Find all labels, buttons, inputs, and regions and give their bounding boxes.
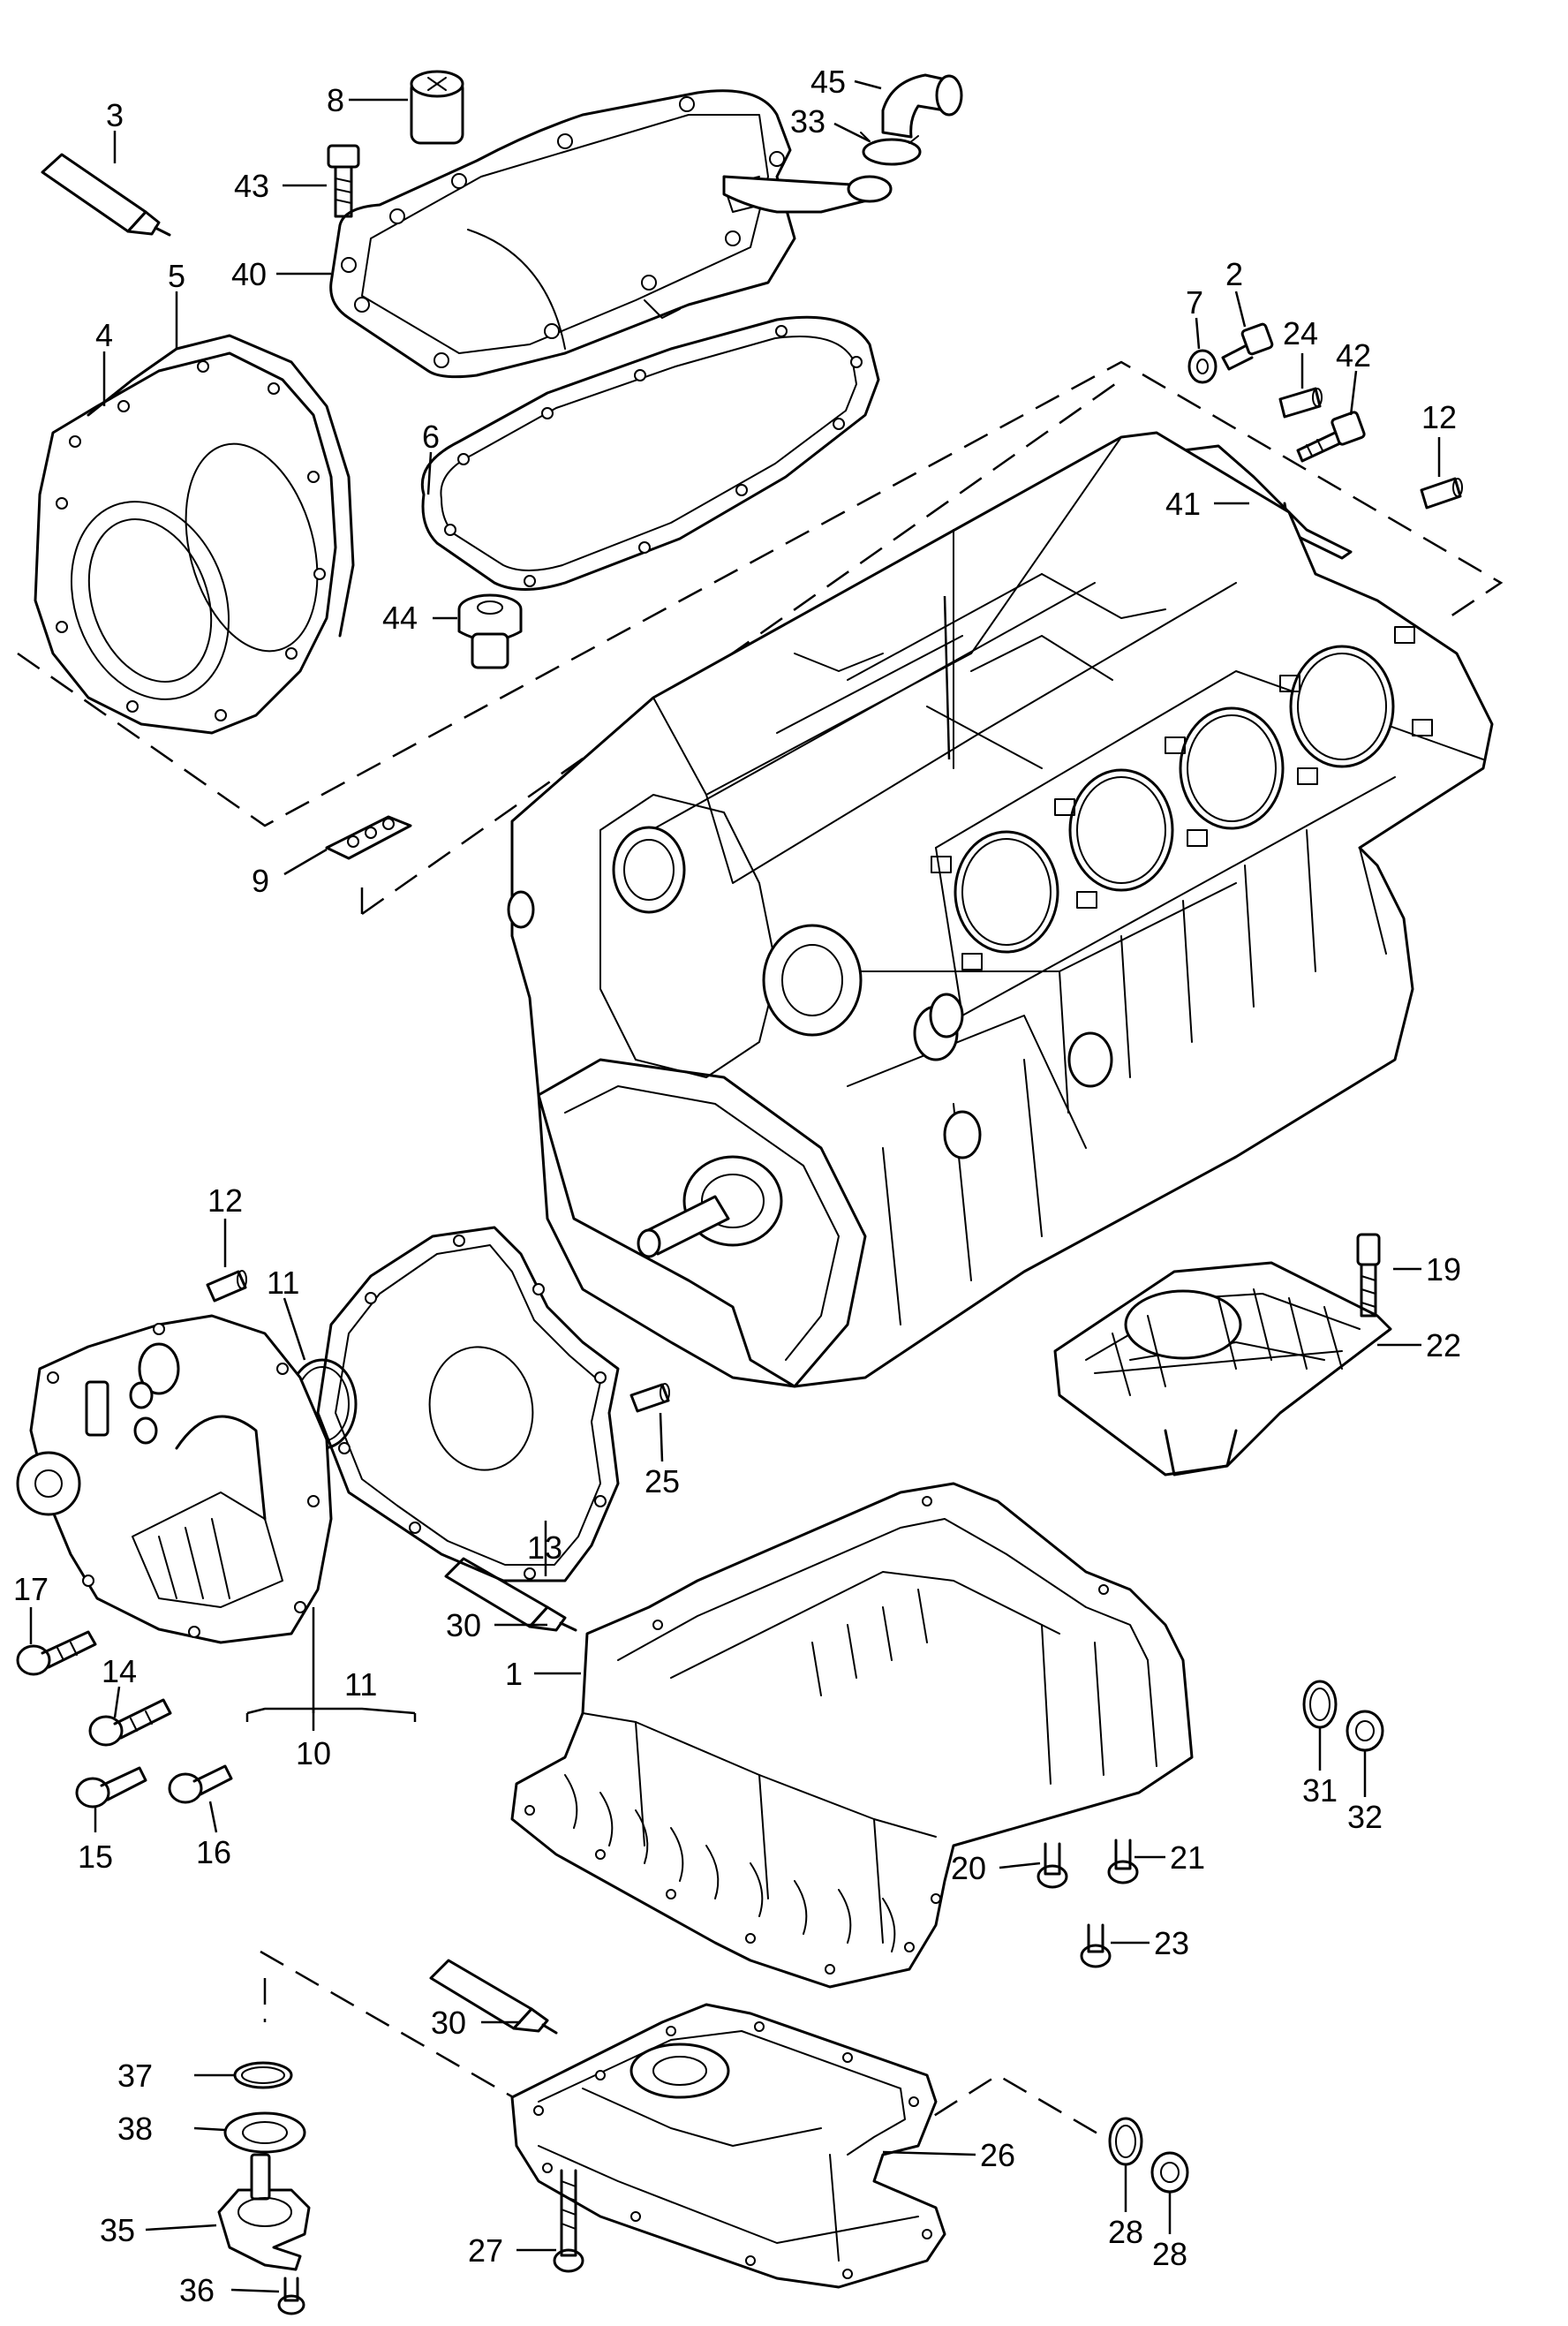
baffle-plate [1053, 1261, 1392, 1476]
callout-35: 35 [100, 2212, 135, 2248]
bolt-26 [553, 2169, 584, 2273]
oil-filler-plug [410, 70, 464, 145]
callout-31: 31 [1302, 1772, 1338, 1809]
bolt-23 [1107, 1839, 1139, 1884]
timing-cover-gasket [316, 1226, 620, 1582]
callout-25: 26 [980, 2137, 1015, 2173]
bolt-16 [168, 1764, 233, 1804]
rear-housing-gaskets [34, 334, 355, 735]
callout-4: 4 [95, 317, 113, 353]
callout-37: 37 [117, 2058, 153, 2094]
callout-8: 8 [327, 82, 344, 118]
bolt-24 [1080, 1923, 1112, 1968]
callout-32: 32 [1347, 1799, 1383, 1835]
dowel-sleeve-19-top [1278, 387, 1323, 419]
callout-27: 28 [1108, 2214, 1143, 2250]
callout-33: 33 [790, 103, 825, 140]
sealant-tube-middle [444, 1557, 577, 1632]
callout-30-lower: 30 [431, 2005, 466, 2041]
dowel-sleeve-12-top [1420, 477, 1463, 510]
sealant-tube-lower [429, 1959, 558, 2035]
bolt-36 [277, 2277, 305, 2315]
callout-13: 13 [527, 1529, 562, 1566]
callout-14: 14 [102, 1653, 137, 1689]
dowel-sleeve-12-left [206, 1270, 247, 1303]
dowel-sleeve-19-left [629, 1383, 670, 1413]
oil-pan-lower [510, 2003, 946, 2289]
callout-20: 22 [1426, 1327, 1461, 1363]
cylinder-block-cover [329, 89, 893, 379]
callout-3: 3 [106, 97, 124, 133]
callout-23: 21 [1170, 1839, 1205, 1876]
callout-21: 19 [1426, 1251, 1461, 1288]
washer-7 [1187, 349, 1217, 384]
leader-lines [29, 79, 1441, 2293]
callout-7: 7 [1186, 284, 1203, 321]
callout-41: 41 [1165, 486, 1201, 522]
callout-5: 5 [168, 258, 185, 294]
callout-15: 15 [78, 1839, 113, 1875]
callout-2: 2 [1225, 256, 1243, 292]
callout-11-upper: 11 [267, 1265, 299, 1301]
oil-pan-upper [510, 1482, 1194, 1989]
sealant-tube-top [41, 153, 171, 237]
drain-plug-32 [1346, 1710, 1384, 1752]
assembly-boundary-lines [17, 360, 1504, 2139]
seal-ring-27 [1108, 2117, 1143, 2166]
callout-11-lower: 11 [344, 1666, 377, 1703]
drain-plug-28 [1150, 2151, 1189, 2194]
callout-42: 42 [1336, 337, 1371, 374]
bolt-14 [88, 1698, 172, 1747]
cover-gasket [420, 315, 880, 591]
cylinder-block [507, 431, 1494, 1388]
callout-45: 45 [810, 64, 846, 100]
block-bosses [929, 993, 1113, 1159]
bolt-2 [1221, 322, 1274, 371]
callout-44: 44 [382, 600, 418, 636]
callout-30-middle: 30 [446, 1607, 481, 1643]
head-bolt-bosses [931, 626, 1433, 970]
bolt-15 [75, 1766, 147, 1809]
callout-38: 38 [117, 2111, 153, 2147]
bolt-43 [327, 144, 360, 218]
callout-12-left: 12 [207, 1182, 243, 1219]
hose-clamp [860, 132, 922, 166]
callout-6: 6 [422, 419, 440, 455]
cover-bolt-holes [341, 96, 785, 368]
callout-labels: 3 8 43 45 33 40 5 4 6 44 9 7 2 24 42 12 … [13, 64, 1461, 2308]
bolt-22 [1037, 1842, 1068, 1889]
callout-19-top: 24 [1283, 315, 1318, 351]
callout-9: 9 [252, 863, 269, 899]
callout-26: 27 [468, 2232, 503, 2269]
seal-ring-37 [233, 2061, 293, 2089]
cylinder-bores [954, 645, 1395, 954]
callout-10: 10 [296, 1735, 331, 1771]
callout-36: 36 [179, 2272, 215, 2308]
callout-16: 16 [196, 1834, 231, 1870]
callout-22: 20 [951, 1850, 986, 1886]
oil-pan-ribs [564, 1774, 896, 1952]
bolt-17 [16, 1630, 97, 1676]
callout-40: 40 [231, 256, 267, 292]
sealing-ring-38 [223, 2111, 306, 2154]
closure-plug-44 [457, 593, 523, 669]
bolt-42 [1296, 411, 1366, 463]
bolt-21 [1356, 1233, 1381, 1318]
breather-hose [881, 73, 963, 139]
seal-ring-31 [1302, 1680, 1338, 1729]
callout-17: 17 [13, 1571, 49, 1607]
callout-19-left: 25 [645, 1463, 680, 1499]
callout-43: 43 [234, 168, 269, 204]
crankshaft-nose [637, 1155, 783, 1258]
callout-1: 1 [505, 1656, 523, 1692]
oil-level-sensor [217, 2153, 311, 2271]
callout-24: 23 [1154, 1925, 1189, 1961]
spacer-plate-9 [325, 815, 412, 860]
callout-12-top: 12 [1421, 399, 1457, 435]
timing-case-cover [16, 1314, 333, 1644]
callout-28: 28 [1152, 2236, 1187, 2272]
